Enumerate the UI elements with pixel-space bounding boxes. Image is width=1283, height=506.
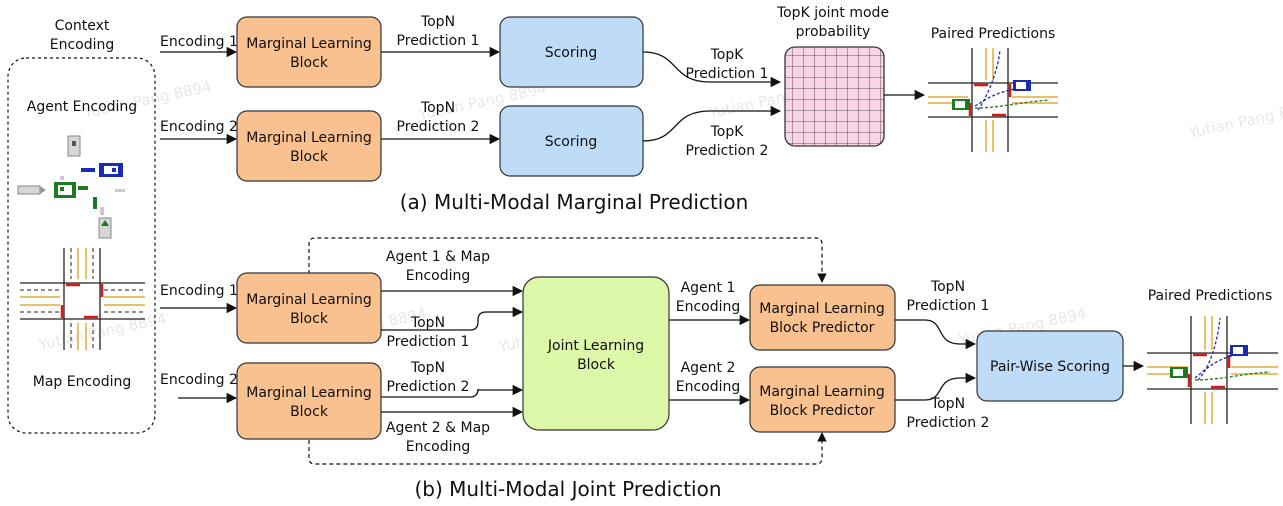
- a-encoding2-label: Encoding 2: [160, 119, 238, 135]
- b-marginal-learning-block-2: Marginal Learning Block: [236, 362, 382, 440]
- a-topn1-line1: TopN: [420, 14, 455, 30]
- b-mlb2-line1: Marginal Learning: [246, 385, 372, 401]
- b-caption: (b) Multi-Modal Joint Prediction: [414, 477, 721, 501]
- b-out-topn1-line1: TopN: [930, 279, 965, 295]
- b-topn1-line1: TopN: [410, 315, 445, 331]
- b-pair-wise-scoring-block: Pair-Wise Scoring: [976, 330, 1124, 402]
- a-topk1-line2: Prediction 1: [686, 66, 769, 82]
- b-marginal-learning-block-predictor-1: Marginal Learning Block Predictor: [749, 284, 896, 351]
- a-marginal-learning-block-1: Marginal Learning Block: [236, 16, 382, 88]
- a-scoring-block-2: Scoring: [499, 105, 644, 177]
- a-scoring2-label: Scoring: [545, 134, 598, 150]
- b-out-topn2-arrow: [895, 372, 977, 401]
- b-agent2map-line1: Agent 2 & Map: [386, 420, 490, 436]
- a-scoring-block-1: Scoring: [499, 16, 644, 88]
- map-encoding-graphic: [20, 248, 145, 350]
- map-encoding-label: Map Encoding: [33, 374, 132, 390]
- a-joint-line1: TopK joint mode: [776, 5, 889, 21]
- section-a-marginal-prediction: Encoding 1 Encoding 2 Marginal Learning …: [160, 5, 1058, 214]
- a-topk2-line2: Prediction 2: [686, 143, 769, 159]
- a-scoring1-label: Scoring: [545, 45, 598, 61]
- context-encoding-panel: Context Encoding Agent Encoding: [7, 18, 156, 434]
- a-topk1-line1: TopK: [710, 47, 745, 63]
- b-out-topn2-line1: TopN: [930, 396, 965, 412]
- b-agent1map-line1: Agent 1 & Map: [386, 249, 490, 265]
- b-pred1-line2: Block Predictor: [770, 320, 875, 336]
- b-jlb-line1: Joint Learning: [547, 338, 644, 354]
- a-encoding1-label: Encoding 1: [160, 34, 238, 50]
- panel-dashed-border: [7, 57, 156, 434]
- a-topk2-arrow: [642, 105, 782, 142]
- b-marginal-learning-block-predictor-2: Marginal Learning Block Predictor: [749, 366, 896, 433]
- b-mlb1-line1: Marginal Learning: [246, 292, 372, 308]
- a-topk2-line1: TopK: [710, 124, 745, 140]
- b-mlb1-line2: Block: [290, 311, 329, 327]
- b-encoding2-label: Encoding 2: [160, 372, 238, 388]
- a-mlb2-line1: Marginal Learning: [246, 130, 372, 146]
- a-topn1-line2: Prediction 1: [397, 33, 480, 49]
- b-out-topn1-arrow: [895, 319, 977, 350]
- b-mlb2-line2: Block: [290, 404, 329, 420]
- b-topn2-line1: TopN: [410, 360, 445, 376]
- agent-encoding-graphic: [17, 135, 125, 239]
- a-joint-probability-grid: [784, 46, 885, 147]
- b-agent1map-line2: Encoding: [406, 268, 471, 284]
- a-joint-line2: probability: [796, 24, 871, 40]
- b-encoding1-label: Encoding 1: [160, 283, 238, 299]
- b-paired-predictions-graphic: [1147, 316, 1278, 424]
- b-out-topn2-line2: Prediction 2: [907, 415, 990, 431]
- b-pairwise-label: Pair-Wise Scoring: [990, 359, 1110, 375]
- a-mlb1-line1: Marginal Learning: [246, 36, 372, 52]
- panel-title-line1: Context: [55, 18, 110, 34]
- a-paired-predictions-graphic: [928, 48, 1058, 152]
- b-marginal-learning-block-1: Marginal Learning Block: [236, 272, 382, 344]
- b-agent2enc-line2: Encoding: [676, 379, 741, 395]
- watermark: Yutian Pang 8894: [36, 309, 168, 354]
- panel-title-line2: Encoding: [50, 37, 115, 53]
- b-agent2map-line2: Encoding: [406, 439, 471, 455]
- b-topn1-line2: Prediction 1: [387, 334, 470, 350]
- b-paired-predictions-label: Paired Predictions: [1148, 288, 1273, 304]
- b-bottom-skip-connection: [308, 432, 827, 465]
- b-pred1-line1: Marginal Learning: [759, 301, 885, 317]
- b-pred2-line1: Marginal Learning: [759, 384, 885, 400]
- b-out-topn1-line2: Prediction 1: [907, 298, 990, 314]
- b-agent1enc-line1: Agent 1: [681, 280, 736, 296]
- a-marginal-learning-block-2: Marginal Learning Block: [236, 110, 382, 182]
- a-mlb2-line2: Block: [290, 149, 329, 165]
- watermark: Yutian Pang 8894: [1186, 97, 1283, 142]
- b-agent2enc-line1: Agent 2: [681, 360, 736, 376]
- b-agent1enc-line2: Encoding: [676, 299, 741, 315]
- b-pred2-line2: Block Predictor: [770, 403, 875, 419]
- a-mlb1-line2: Block: [290, 55, 329, 71]
- b-topn2-arrow: [381, 384, 524, 398]
- a-caption: (a) Multi-Modal Marginal Prediction: [400, 190, 749, 214]
- section-b-joint-prediction: Encoding 1 Encoding 2 Marginal Learning …: [160, 237, 1278, 501]
- b-topn1-arrow: [381, 306, 524, 331]
- b-joint-learning-block: Joint Learning Block: [522, 276, 670, 431]
- b-topn2-line2: Prediction 2: [387, 379, 470, 395]
- b-top-skip-connection: [308, 237, 827, 283]
- a-topk1-arrow: [642, 51, 782, 88]
- agent-encoding-label: Agent Encoding: [27, 99, 137, 115]
- b-jlb-line2: Block: [577, 357, 616, 373]
- a-paired-predictions-label: Paired Predictions: [931, 26, 1056, 42]
- a-topn2-line2: Prediction 2: [397, 119, 480, 135]
- a-topn2-line1: TopN: [420, 100, 455, 116]
